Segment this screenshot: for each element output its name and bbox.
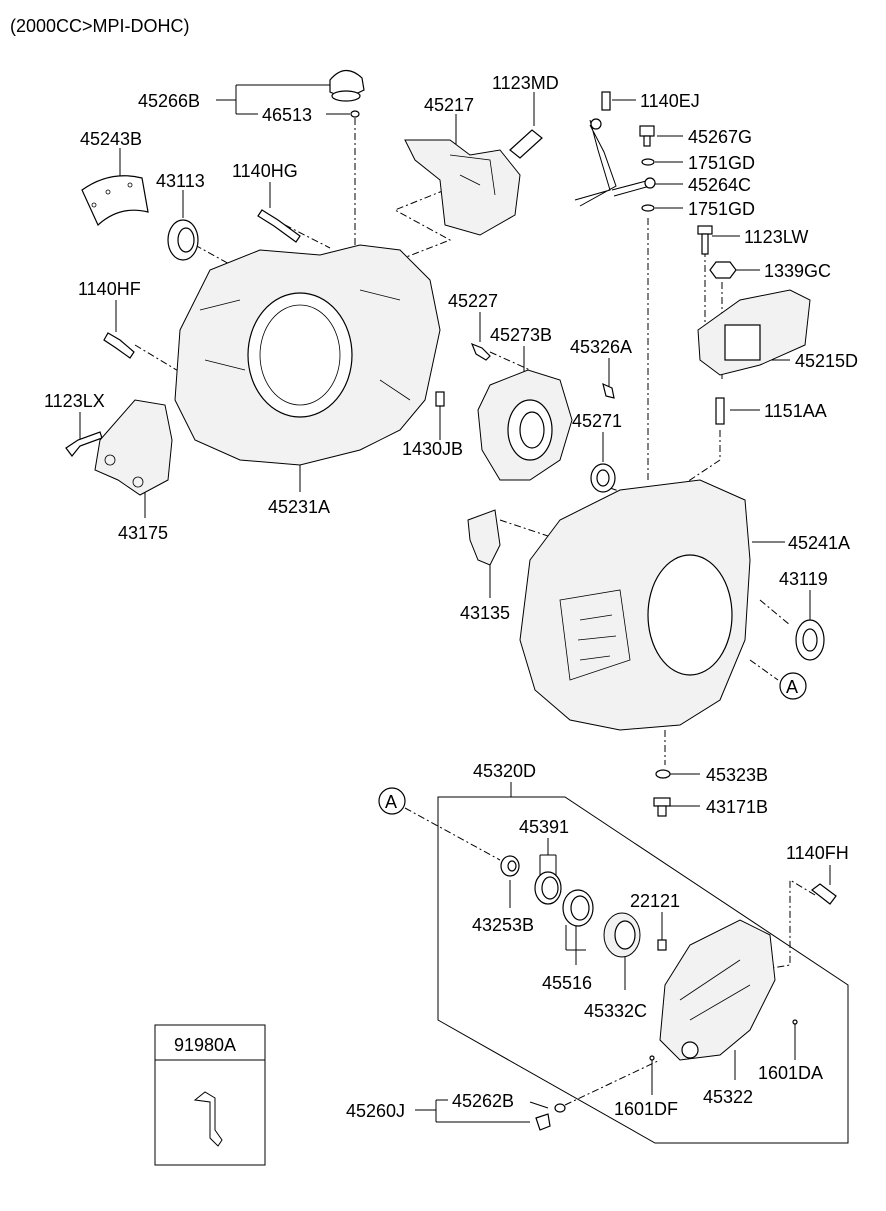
part-labels: 45266B 46513 45243B 43113 1140HG 45217 1… [44, 73, 858, 1121]
mount-bracket-45215d-part[interactable] [697, 289, 811, 376]
label-45273b[interactable]: 45273B [490, 325, 552, 345]
diagram-header: (2000CC>MPI-DOHC) [10, 16, 190, 36]
bolt-1123lw-part[interactable] [697, 225, 713, 255]
bolt-1123lx-part[interactable] [65, 431, 103, 457]
rear-cover-45322-part[interactable] [659, 919, 776, 1061]
callout-a-right-label: A [786, 677, 798, 697]
bolt-45227-part[interactable] [470, 342, 491, 361]
pin-1601da-part[interactable] [792, 1019, 798, 1025]
washer-45323b-part[interactable] [655, 769, 671, 779]
label-1339gc[interactable]: 1339GC [764, 261, 831, 281]
label-1123lx[interactable]: 1123LX [44, 391, 105, 411]
bracket-45217-part[interactable] [404, 139, 521, 236]
label-45271[interactable]: 45271 [572, 411, 622, 431]
bolt-1140hf-part[interactable] [103, 332, 135, 359]
converter-housing-45231a-part[interactable] [174, 244, 441, 466]
label-45227[interactable]: 45227 [448, 291, 498, 311]
gear-45332c-part[interactable] [603, 912, 641, 958]
washer-1751gd-upper-part[interactable] [641, 158, 655, 166]
label-1123lw[interactable]: 1123LW [744, 227, 808, 247]
label-45326a[interactable]: 45326A [570, 337, 632, 357]
breather-cap-part[interactable] [329, 69, 365, 102]
bolt-45260j-part[interactable] [535, 1113, 551, 1131]
label-1751gd-lower[interactable]: 1751GD [688, 199, 755, 219]
stud-1151aa-part[interactable] [715, 397, 725, 425]
bearing-43253b-part[interactable] [500, 855, 520, 877]
label-43135[interactable]: 43135 [460, 603, 510, 623]
label-22121[interactable]: 22121 [630, 891, 680, 911]
label-45322[interactable]: 45322 [703, 1087, 753, 1107]
label-43113[interactable]: 43113 [156, 171, 205, 191]
label-45217[interactable]: 45217 [424, 95, 474, 115]
shim-plate-part[interactable] [81, 175, 149, 226]
pin-1601df-part[interactable] [649, 1055, 655, 1061]
label-1430jb[interactable]: 1430JB [402, 439, 463, 459]
label-45323b[interactable]: 45323B [706, 765, 768, 785]
oil-pipe-assembly-part[interactable] [574, 118, 656, 207]
inset-box-91980a [154, 1024, 266, 1166]
label-45264c[interactable]: 45264C [688, 175, 751, 195]
label-46513[interactable]: 46513 [262, 105, 312, 125]
label-1123md[interactable]: 1123MD [492, 73, 559, 93]
label-91980a[interactable]: 91980A [174, 1035, 236, 1055]
label-45215d[interactable]: 45215D [795, 351, 858, 371]
callout-a-left-label: A [385, 792, 397, 812]
label-45516[interactable]: 45516 [542, 973, 592, 993]
oil-seal-right-part[interactable] [795, 619, 825, 661]
label-45262b[interactable]: 45262B [452, 1091, 514, 1111]
bolt-45267g-part[interactable] [639, 125, 655, 147]
label-43119[interactable]: 43119 [779, 569, 828, 589]
label-45267g[interactable]: 45267G [688, 127, 752, 147]
drain-plug-43171b-part[interactable] [653, 797, 671, 817]
plug-45271-part[interactable] [590, 463, 616, 493]
label-43171b[interactable]: 43171B [706, 797, 768, 817]
label-45320d[interactable]: 45320D [473, 761, 536, 781]
bolt-1123md-part[interactable] [509, 129, 543, 159]
pin-1430jb-part[interactable] [435, 391, 445, 407]
label-43175[interactable]: 43175 [118, 523, 168, 543]
oil-seal-left-part[interactable] [167, 219, 199, 261]
label-45391[interactable]: 45391 [519, 817, 569, 837]
label-1601df[interactable]: 1601DF [614, 1099, 678, 1119]
label-1140hf[interactable]: 1140HF [78, 279, 141, 299]
ring-45516-part[interactable] [562, 889, 594, 927]
bolt-1140fh-part[interactable] [811, 883, 837, 905]
side-cover-45273b-part[interactable] [477, 369, 573, 481]
label-1140hg[interactable]: 1140HG [232, 161, 298, 181]
label-45266b[interactable]: 45266B [138, 91, 200, 111]
label-1140ej[interactable]: 1140EJ [640, 91, 700, 111]
bracket-43135-part[interactable] [467, 509, 501, 566]
label-45243b[interactable]: 45243B [80, 129, 142, 149]
ring-45391-part[interactable] [534, 871, 562, 905]
label-45241a[interactable]: 45241A [788, 533, 850, 553]
washer-1751gd-lower-part[interactable] [641, 204, 655, 212]
bracket-43175-part[interactable] [94, 399, 173, 496]
oring-45262b-part[interactable] [554, 1103, 566, 1113]
reference-callout-a-left[interactable]: A [378, 787, 406, 815]
nut-1339gc-part[interactable] [709, 261, 737, 279]
transaxle-case-45241a-part[interactable] [519, 479, 751, 731]
label-45332c[interactable]: 45332C [584, 1001, 647, 1021]
label-1151aa[interactable]: 1151AA [764, 401, 827, 421]
bolt-45326a-part[interactable] [602, 382, 615, 399]
label-1751gd-upper[interactable]: 1751GD [688, 153, 755, 173]
label-43253b[interactable]: 43253B [472, 915, 534, 935]
breather-washer-part[interactable] [350, 110, 360, 118]
label-45260j[interactable]: 45260J [346, 1101, 405, 1121]
label-1140fh[interactable]: 1140FH [786, 843, 849, 863]
label-45231a[interactable]: 45231A [268, 497, 330, 517]
label-1601da[interactable]: 1601DA [758, 1063, 823, 1083]
pin-22121-part[interactable] [657, 939, 667, 951]
bolt-1140hg-part[interactable] [257, 209, 301, 243]
reference-callout-a-right[interactable]: A [779, 672, 807, 700]
bolt-1140ej-part[interactable] [601, 91, 611, 111]
